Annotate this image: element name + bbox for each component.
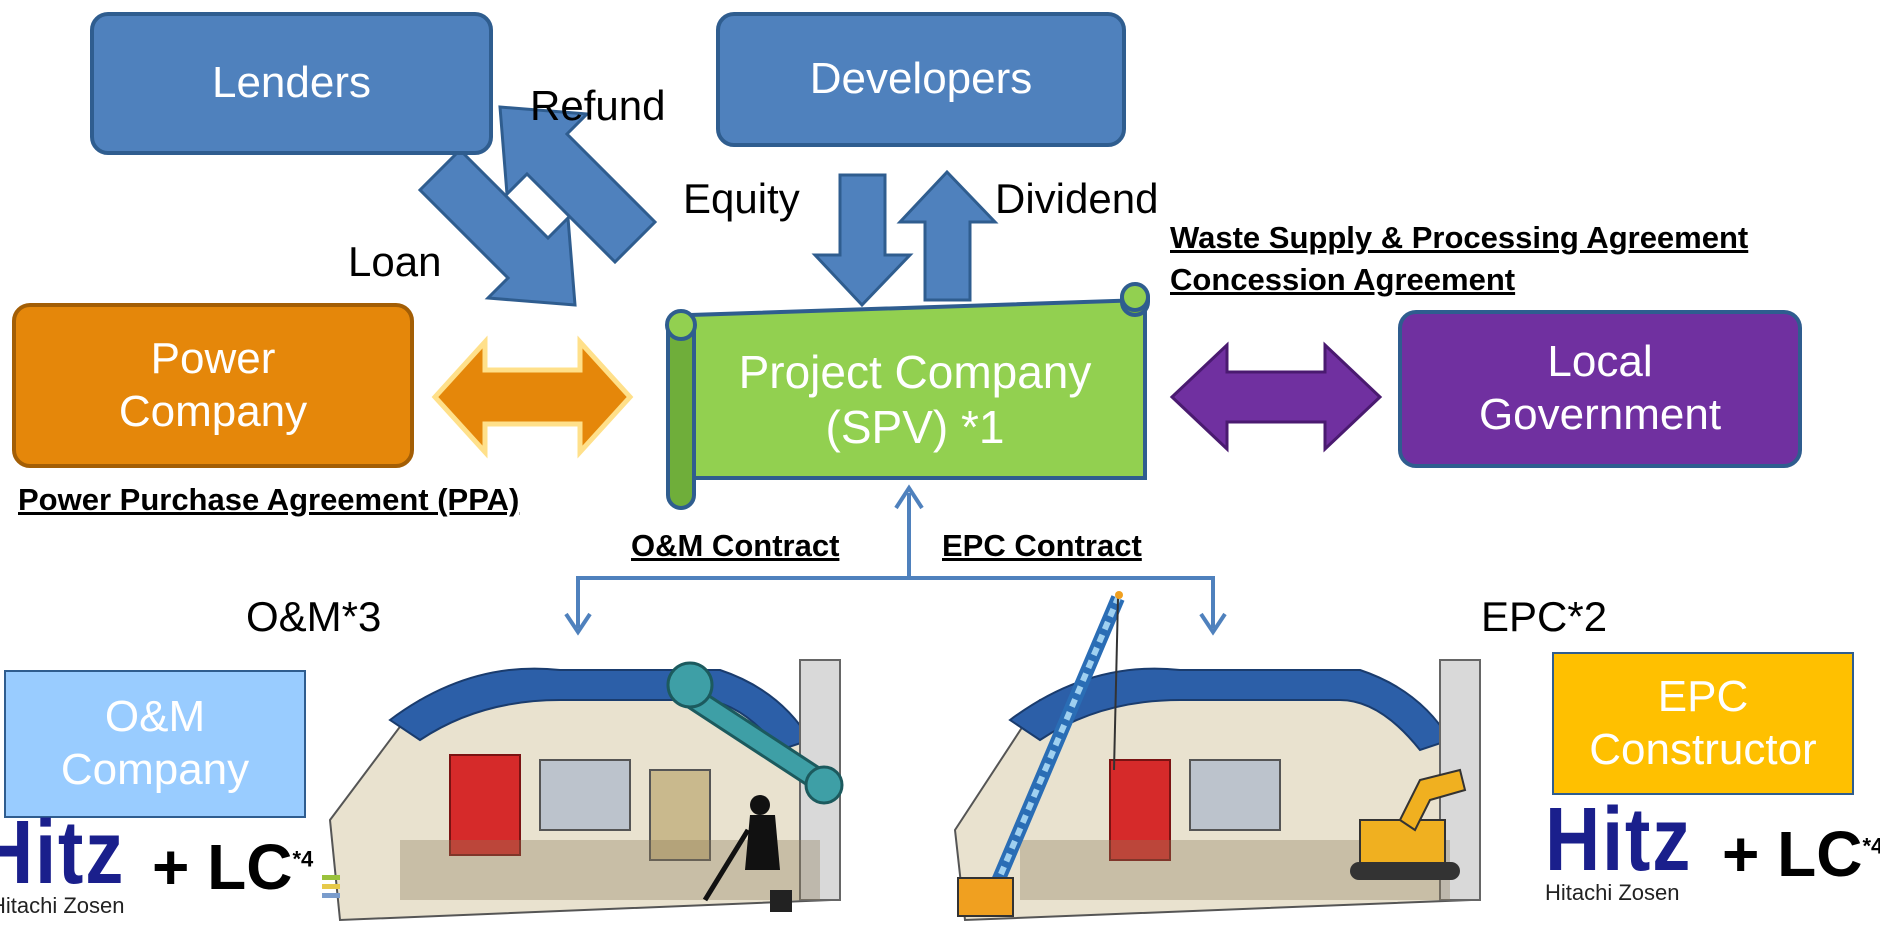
epc-constructor-line2: Constructor [1589, 724, 1817, 774]
lc-left-label: + LC*4 [152, 835, 313, 899]
om-company-line2: Company [60, 745, 250, 794]
waste-plant-illustration-right [953, 659, 1481, 922]
project-company-label: Project Company (SPV) *1 [700, 335, 1130, 465]
loan-arrow [417, 147, 577, 307]
dividend-arrow [896, 169, 999, 302]
refund-arrow [498, 105, 658, 265]
equity-arrow [811, 173, 914, 308]
local-government-line1: Local [1547, 337, 1653, 387]
epc-constructor-line1: EPC [1657, 671, 1749, 721]
hitz-logo-right: Hitz [1545, 790, 1693, 890]
power-company-label: Power Company [118, 333, 308, 436]
hitz-logo-right-subtitle: Hitachi Zosen [1545, 880, 1680, 905]
concession-agreement: Concession Agreement [1170, 262, 1516, 297]
hitz-logo-left-subtitle: Hitachi Zosen [0, 893, 125, 918]
waste-plant-illustration-left [328, 659, 841, 922]
worker-figure-icon [702, 795, 792, 912]
lenders-label: Lenders [211, 58, 371, 108]
lenders-box: Lenders [90, 12, 493, 155]
crane-icon [957, 591, 1125, 917]
epc-role-label: EPC*2 [1481, 593, 1608, 640]
contract-connector [564, 484, 1227, 636]
lc-right-note: *4 [1862, 833, 1880, 859]
concession-double-arrow [1169, 341, 1383, 453]
excavator-icon [1350, 768, 1467, 880]
ppa-label: Power Purchase Agreement (PPA) [18, 482, 520, 517]
lc-left-note: *4 [292, 846, 314, 872]
hitz-logo-left: Hitz [0, 803, 126, 903]
plant-legend-icon [322, 875, 340, 898]
refund-label: Refund [530, 82, 666, 129]
lc-right-text: + LC [1722, 818, 1863, 890]
om-company-line1: O&M [104, 692, 206, 742]
loan-label: Loan [348, 238, 442, 285]
wrench-icon [666, 661, 844, 805]
om-company-box: O&M Company [4, 670, 306, 818]
om-role-label: O&M*3 [246, 593, 382, 640]
om-contract-label: O&M Contract [631, 528, 840, 563]
equity-label: Equity [683, 175, 800, 222]
lc-right-label: + LC*4 [1722, 822, 1880, 886]
local-government-box: Local Government [1398, 310, 1802, 468]
project-company-line1: Project Company [738, 345, 1092, 398]
lc-left-text: + LC [152, 831, 293, 903]
waste-supply-agreement: Waste Supply & Processing Agreement [1170, 220, 1749, 255]
epc-contract-label: EPC Contract [942, 528, 1142, 563]
epc-constructor-box: EPC Constructor [1552, 652, 1854, 795]
ppa-double-arrow [431, 335, 634, 459]
project-company-line2: (SPV) *1 [825, 401, 1005, 453]
dividend-label: Dividend [995, 175, 1159, 222]
power-company-box: Power Company [12, 303, 414, 468]
developers-label: Developers [809, 54, 1033, 104]
developers-box: Developers [716, 12, 1126, 147]
local-government-line2: Government [1478, 390, 1722, 439]
